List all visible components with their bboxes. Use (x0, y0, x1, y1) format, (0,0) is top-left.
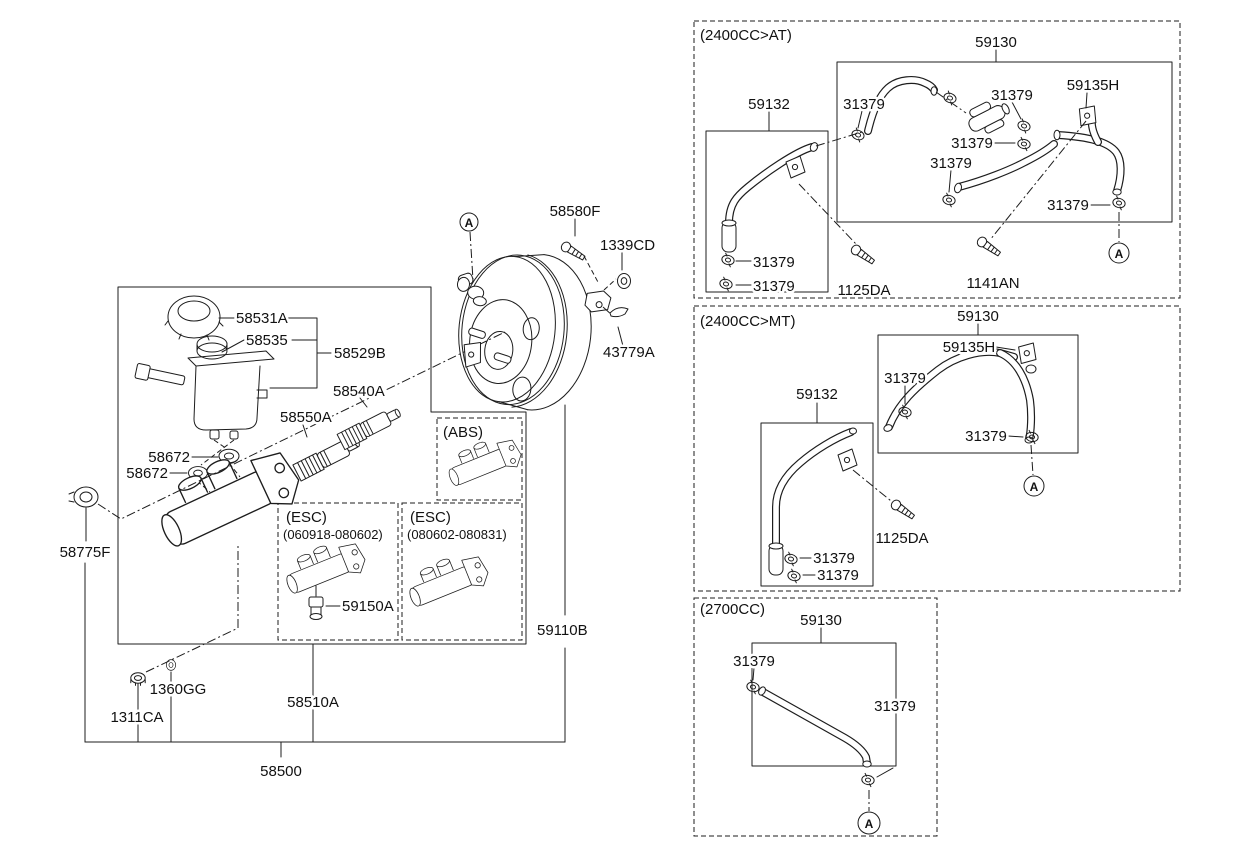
label-mt-1125da: 1125DA (875, 530, 928, 547)
label-mt-clamp-3: 31379 (813, 550, 855, 567)
label-at-clamp-3: 31379 (951, 135, 993, 152)
label-at-clamp-5: 31379 (1047, 197, 1089, 214)
at-59130-box (836, 61, 1173, 223)
label-v6-clamp-2: 31379 (874, 698, 916, 715)
label-v6-59130: 59130 (800, 612, 842, 629)
level-sensor-drawing (134, 363, 186, 386)
label-at-59135h: 59135H (1067, 77, 1120, 94)
at-bolt-1125da-icon (848, 242, 877, 267)
label-fork-clip: 43779A (603, 344, 655, 361)
mt-59135h-bracket (1015, 340, 1039, 366)
label-reservoir: 58535 (246, 332, 288, 349)
label-at-clamp-7: 31379 (753, 278, 795, 295)
booster-nut-icon (617, 273, 631, 289)
label-grommet-upper: 58672 (148, 449, 190, 466)
label-abs-caption: (ABS) (443, 424, 483, 441)
label-v6-view-marker: A (865, 817, 874, 831)
label-esc2-caption: (ESC) (410, 509, 451, 526)
label-reservoir-assembly: 58529B (334, 345, 386, 362)
panel-2700cc (693, 597, 938, 837)
label-washer: 1360GG (150, 681, 207, 698)
label-master-cylinder: 58510A (287, 694, 339, 711)
mt-view-marker-circle (1023, 475, 1045, 497)
label-at-1141an: 1141AN (966, 275, 1019, 292)
booster-bracket-drawing (584, 290, 612, 313)
label-at-caption: (2400CC>AT) (700, 27, 792, 44)
label-v6-caption: (2700CC) (700, 601, 765, 618)
master-cylinder-box (117, 286, 527, 645)
labels-layer: 58531A 58535 58529B 58540A 58550A 58672 … (57, 25, 1124, 832)
label-mt-59132: 59132 (796, 386, 838, 403)
label-mounting-nut: 1311CA (110, 709, 163, 726)
label-at-clamp-1: 31379 (843, 96, 885, 113)
esc2-master-cylinder-drawing (401, 545, 493, 614)
check-valve-drawing (456, 272, 487, 307)
label-at-59132: 59132 (748, 96, 790, 113)
washer-icon (165, 659, 177, 671)
mounting-nut-icon (130, 672, 146, 686)
primary-piston-drawing (336, 404, 404, 451)
label-primary-piston: 58540A (333, 383, 385, 400)
esc1-master-cylinder-drawing (278, 532, 370, 601)
label-mt-59135h: 59135H (943, 339, 996, 356)
label-at-view-marker: A (1115, 247, 1124, 261)
label-booster-bolt: 58580F (550, 203, 601, 220)
label-at-1125da: 1125DA (837, 282, 890, 299)
abs-variant-box (436, 417, 523, 501)
label-at-clamp-6: 31379 (753, 254, 795, 271)
panel-2400cc-mt (693, 305, 1181, 592)
label-mt-clamp-2: 31379 (965, 428, 1007, 445)
label-at-clamp-2: 31379 (991, 87, 1033, 104)
at-view-marker-circle (1108, 242, 1130, 264)
label-esc1-range: (060918-080602) (283, 527, 383, 542)
panel-2700-border (693, 597, 938, 837)
booster-bolt-icon (559, 239, 587, 263)
panel-at-border (693, 20, 1181, 299)
label-mt-clamp-1: 31379 (884, 370, 926, 387)
label-connector-plug: 58775F (60, 544, 111, 561)
at-bolt-1141an-icon (974, 234, 1003, 259)
panel-2400cc-at (693, 20, 1181, 299)
label-v6-clamp-1: 31379 (733, 653, 775, 670)
panel-mt-border (693, 305, 1181, 592)
reservoir-cap-drawing (164, 295, 224, 341)
label-esc2-range: (080602-080831) (407, 527, 507, 542)
label-booster-nut: 1339CD (600, 237, 655, 254)
pressure-screw-icon (308, 596, 324, 620)
main-assembly-group (68, 212, 631, 758)
label-booster-assembly: 59110B (537, 622, 588, 639)
label-mt-caption: (2400CC>MT) (700, 313, 795, 330)
label-pressure-screw: 59150A (342, 598, 394, 615)
label-cap: 58531A (236, 310, 288, 327)
mt-bolt-1125da-icon (888, 497, 917, 522)
reservoir-drawing (187, 335, 275, 440)
at-59132-box (705, 130, 829, 293)
connector-plug-icon (68, 486, 99, 508)
label-mt-59130: 59130 (957, 308, 999, 325)
label-at-59130: 59130 (975, 34, 1017, 51)
label-master-cylinder-kit: 58500 (260, 763, 302, 780)
view-marker-circle (459, 212, 479, 232)
esc2-variant-box (401, 502, 523, 641)
label-esc1-caption: (ESC) (286, 509, 327, 526)
mt-hose-bracket (837, 448, 858, 472)
label-secondary-piston: 58550A (280, 409, 332, 426)
label-mt-view-marker: A (1030, 480, 1039, 494)
label-mt-clamp-4: 31379 (817, 567, 859, 584)
v6-59130-box (751, 642, 897, 767)
booster-drawing (456, 254, 612, 411)
label-view-marker-main: A (465, 216, 474, 230)
label-grommet-lower: 58672 (126, 465, 168, 482)
v6-view-marker-circle (857, 811, 881, 835)
label-at-clamp-4: 31379 (930, 155, 972, 172)
esc1-variant-box (277, 502, 399, 641)
fork-clip-icon (609, 307, 629, 318)
